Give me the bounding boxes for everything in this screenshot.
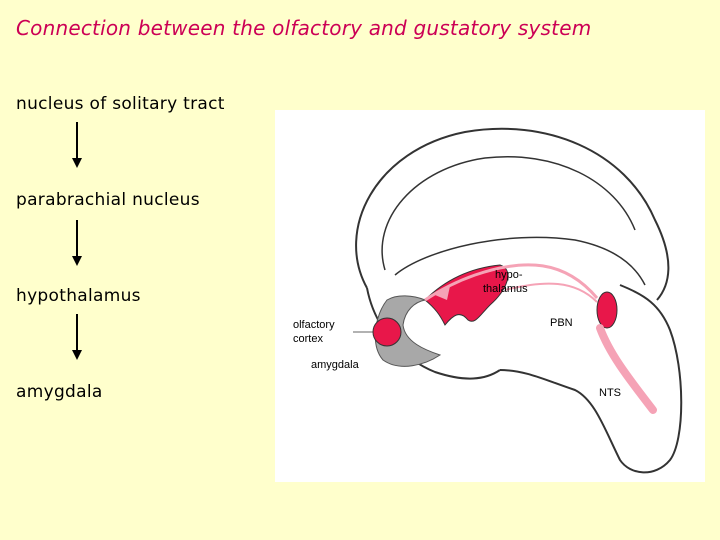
label-amygdala: amygdala [311, 359, 360, 371]
cortex-inner-gyrus [381, 156, 636, 271]
pbn-to-hypothalamus-fibers [424, 263, 599, 302]
pbn-region [596, 291, 618, 329]
nts-pathway [596, 324, 657, 414]
pathway-step-pbn: parabrachial nucleus [16, 190, 200, 210]
brain-diagram: hypo- thalamus olfactory cortex PBN amyg… [275, 110, 705, 482]
down-arrow-icon [72, 122, 82, 168]
amygdala-region [372, 317, 402, 347]
label-hypothalamus-line1: hypo- [495, 269, 523, 281]
pathway-step-hypothalamus: hypothalamus [16, 286, 141, 306]
pathway-step-nts: nucleus of solitary tract [16, 94, 225, 114]
fiber-arrowhead [435, 286, 450, 300]
down-arrow-icon [72, 314, 82, 360]
hypothalamus-region [424, 264, 509, 326]
label-hypothalamus-line2: thalamus [483, 283, 528, 295]
down-arrow-icon [72, 220, 82, 266]
cortex-outline [355, 127, 670, 301]
label-nts: NTS [599, 387, 621, 399]
label-pbn: PBN [550, 317, 573, 329]
brainstem-outline [499, 284, 683, 474]
corpus-callosum [394, 236, 646, 286]
label-olfactory-cortex-line1: olfactory [293, 319, 335, 331]
label-olfactory-cortex-line2: cortex [293, 333, 323, 345]
page-title: Connection between the olfactory and gus… [16, 16, 592, 40]
olfactory-cortex-region [374, 295, 442, 367]
pathway-step-amygdala: amygdala [16, 382, 103, 402]
